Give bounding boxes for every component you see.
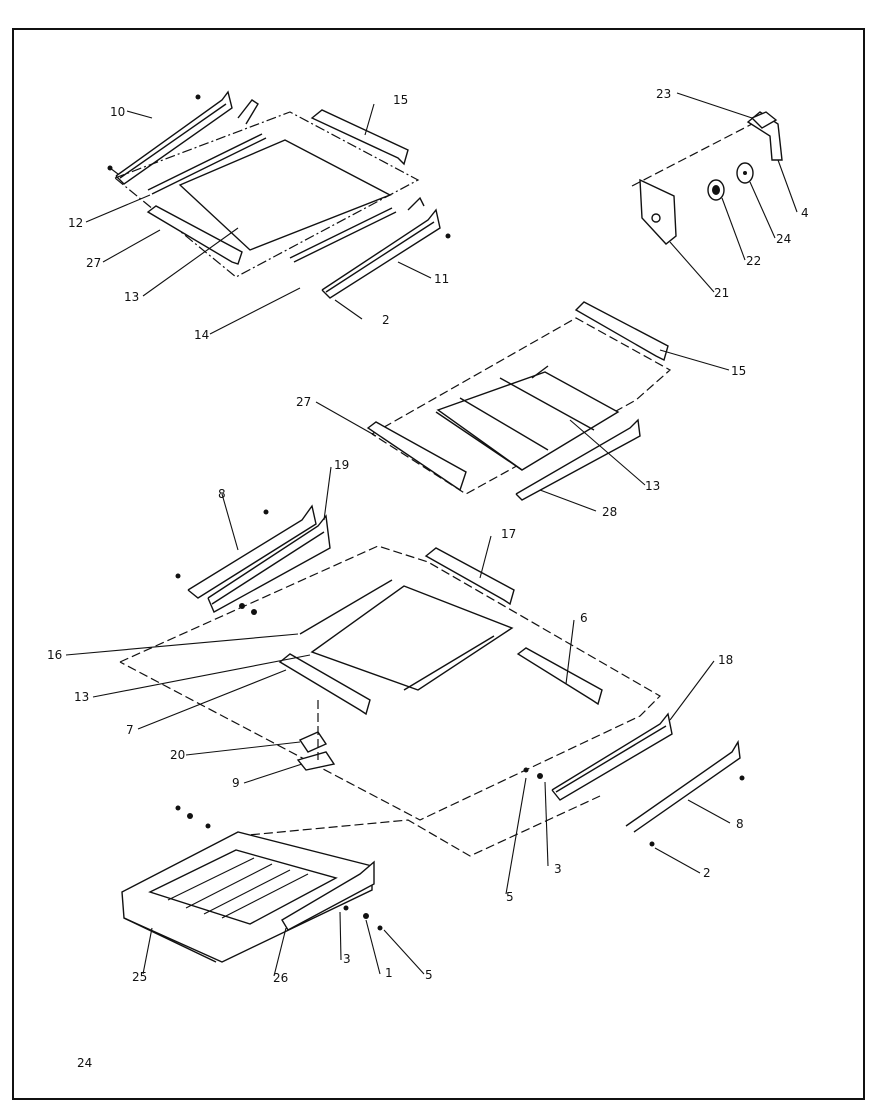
callout-18: 18	[718, 653, 733, 667]
crisper-drawer-assembly	[121, 795, 601, 963]
left-lower-bracket	[187, 504, 317, 599]
middle-shelf-assembly	[366, 301, 672, 501]
rear-trim	[310, 109, 409, 166]
middle-side-rail	[515, 418, 641, 501]
callout-26: 26	[273, 971, 288, 985]
clip-part	[298, 731, 328, 753]
callout-13-middle: 13	[645, 479, 660, 493]
bracket-housing	[746, 111, 783, 161]
callout-24: 24	[776, 232, 791, 246]
callout-14: 14	[194, 328, 209, 342]
right-lower-rail	[551, 712, 673, 801]
callout-1: 1	[385, 966, 393, 980]
callout-9: 9	[232, 776, 240, 790]
callout-13-upper: 13	[124, 290, 139, 304]
shelf-rail-14	[289, 207, 393, 259]
callout-22: 22	[746, 254, 761, 268]
mounting-plate	[639, 178, 677, 245]
left-shelf-bracket	[115, 90, 233, 185]
callout-4: 4	[801, 206, 809, 220]
callout-25: 25	[132, 970, 147, 984]
lower-glass-panel	[310, 585, 514, 691]
stop-plate	[296, 751, 336, 771]
callout-5-right: 5	[506, 890, 514, 904]
callout-10: 10	[110, 105, 125, 119]
callout-27-middle: 27	[296, 395, 311, 409]
callout-5-lower: 5	[425, 968, 433, 982]
callout-27-upper: 27	[86, 256, 101, 270]
lower-front-trim	[278, 653, 371, 716]
upper-shelf-assembly	[107, 90, 451, 299]
callout-3-lower: 3	[343, 952, 351, 966]
callout-16: 16	[47, 648, 62, 662]
drawer-basket	[148, 849, 338, 925]
callout-2-upper: 2	[382, 313, 390, 327]
shelf-rail-12	[147, 133, 263, 191]
left-lower-rail	[207, 514, 331, 613]
lower-shelf-assembly	[119, 504, 745, 847]
callout-15-middle: 15	[731, 364, 746, 378]
callout-11: 11	[434, 272, 449, 286]
middle-glass-panel	[436, 371, 620, 471]
callout-17: 17	[501, 527, 516, 541]
callout-3-right: 3	[554, 862, 562, 876]
glass-shelf-panel	[178, 139, 392, 251]
callout-12: 12	[68, 216, 83, 230]
right-shelf-bracket	[321, 208, 441, 299]
middle-rear-trim	[574, 301, 669, 362]
drawer-slide-rail	[281, 860, 375, 931]
callout-15-upper: 15	[393, 93, 408, 107]
callout-labels: 10 15 12 27 13 14 2 11 23 4 24 22 21 15 …	[47, 87, 809, 985]
page-number: 24	[77, 1056, 93, 1070]
middle-front-trim	[366, 421, 467, 492]
callout-21: 21	[714, 286, 729, 300]
callout-8-right: 8	[736, 817, 744, 831]
right-lower-bracket	[625, 739, 741, 833]
callout-13-lower: 13	[74, 690, 89, 704]
callout-19: 19	[334, 458, 349, 472]
front-trim	[146, 205, 243, 265]
callout-20: 20	[170, 748, 185, 762]
leader-lines	[65, 92, 798, 977]
callout-7: 7	[126, 723, 134, 737]
callout-23: 23	[656, 87, 671, 101]
callout-6: 6	[580, 611, 588, 625]
side-trim	[516, 647, 603, 706]
callout-28: 28	[602, 505, 617, 519]
lower-rear-trim	[424, 547, 515, 606]
mounting-bracket-assembly	[631, 111, 783, 245]
drawing-border	[12, 28, 865, 1100]
callout-8-left: 8	[218, 487, 226, 501]
callout-2-lower: 2	[703, 866, 711, 880]
